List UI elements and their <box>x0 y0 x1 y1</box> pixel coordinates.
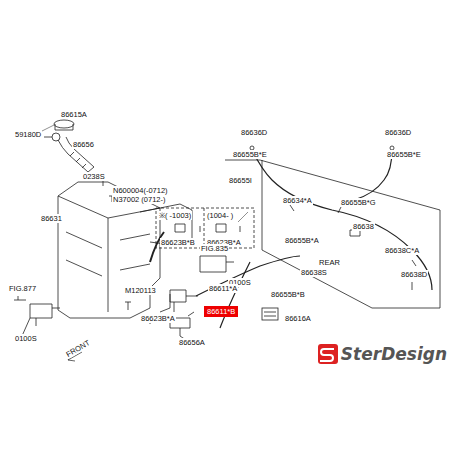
callout-number: 86623B*A <box>140 314 176 323</box>
callout-number: FIG.835 <box>200 244 229 253</box>
callout-number: 86615A <box>60 110 88 119</box>
callout-number: 86636D <box>240 128 268 137</box>
callout-number: FIG.877 <box>8 284 37 293</box>
highlight-box: 86611*B <box>204 306 238 317</box>
callout-number: 86638S <box>300 268 328 277</box>
callout-number: 0100S <box>14 334 38 343</box>
callout-number: 86655B*E <box>386 150 422 159</box>
callout-number: 86611*A <box>208 284 238 293</box>
callout-number: N600004(-0712) <box>112 186 169 195</box>
logo-text: SterDesign <box>340 344 448 364</box>
callout-number: 86656 <box>72 140 95 149</box>
callout-number: (1004- ) <box>206 211 234 220</box>
callout-number: 86631 <box>40 214 63 223</box>
callout-number: 86655B*A <box>284 236 320 245</box>
callout-number: 86655B*B <box>270 290 306 299</box>
callout-number: 86636D <box>384 128 412 137</box>
callout-number: ※( -1003) <box>158 211 192 220</box>
callout-number: FRONT <box>64 338 93 360</box>
callout-number: 86634*A <box>282 196 313 205</box>
callout-number: M120113 <box>124 286 157 295</box>
callout-number: 0238S <box>82 172 106 181</box>
callout-number: 86638 <box>352 222 375 231</box>
callout-number: 86656A <box>178 338 206 347</box>
callout-number: 86638D <box>400 270 428 279</box>
callout-number: 86611*B <box>205 307 237 316</box>
callout-number: 86638C*A <box>384 246 420 255</box>
callout-number: 86655B*E <box>232 150 268 159</box>
callout-number: 86616A <box>284 314 312 323</box>
callout-number: 86655I <box>228 176 253 185</box>
callout-number: 86623B*B <box>160 238 196 247</box>
callout-number: 86655B*G <box>340 198 377 207</box>
callout-number: REAR <box>318 258 341 267</box>
callout-number: N37002 (0712-) <box>112 195 167 204</box>
callout-number: 59180D <box>14 130 42 139</box>
